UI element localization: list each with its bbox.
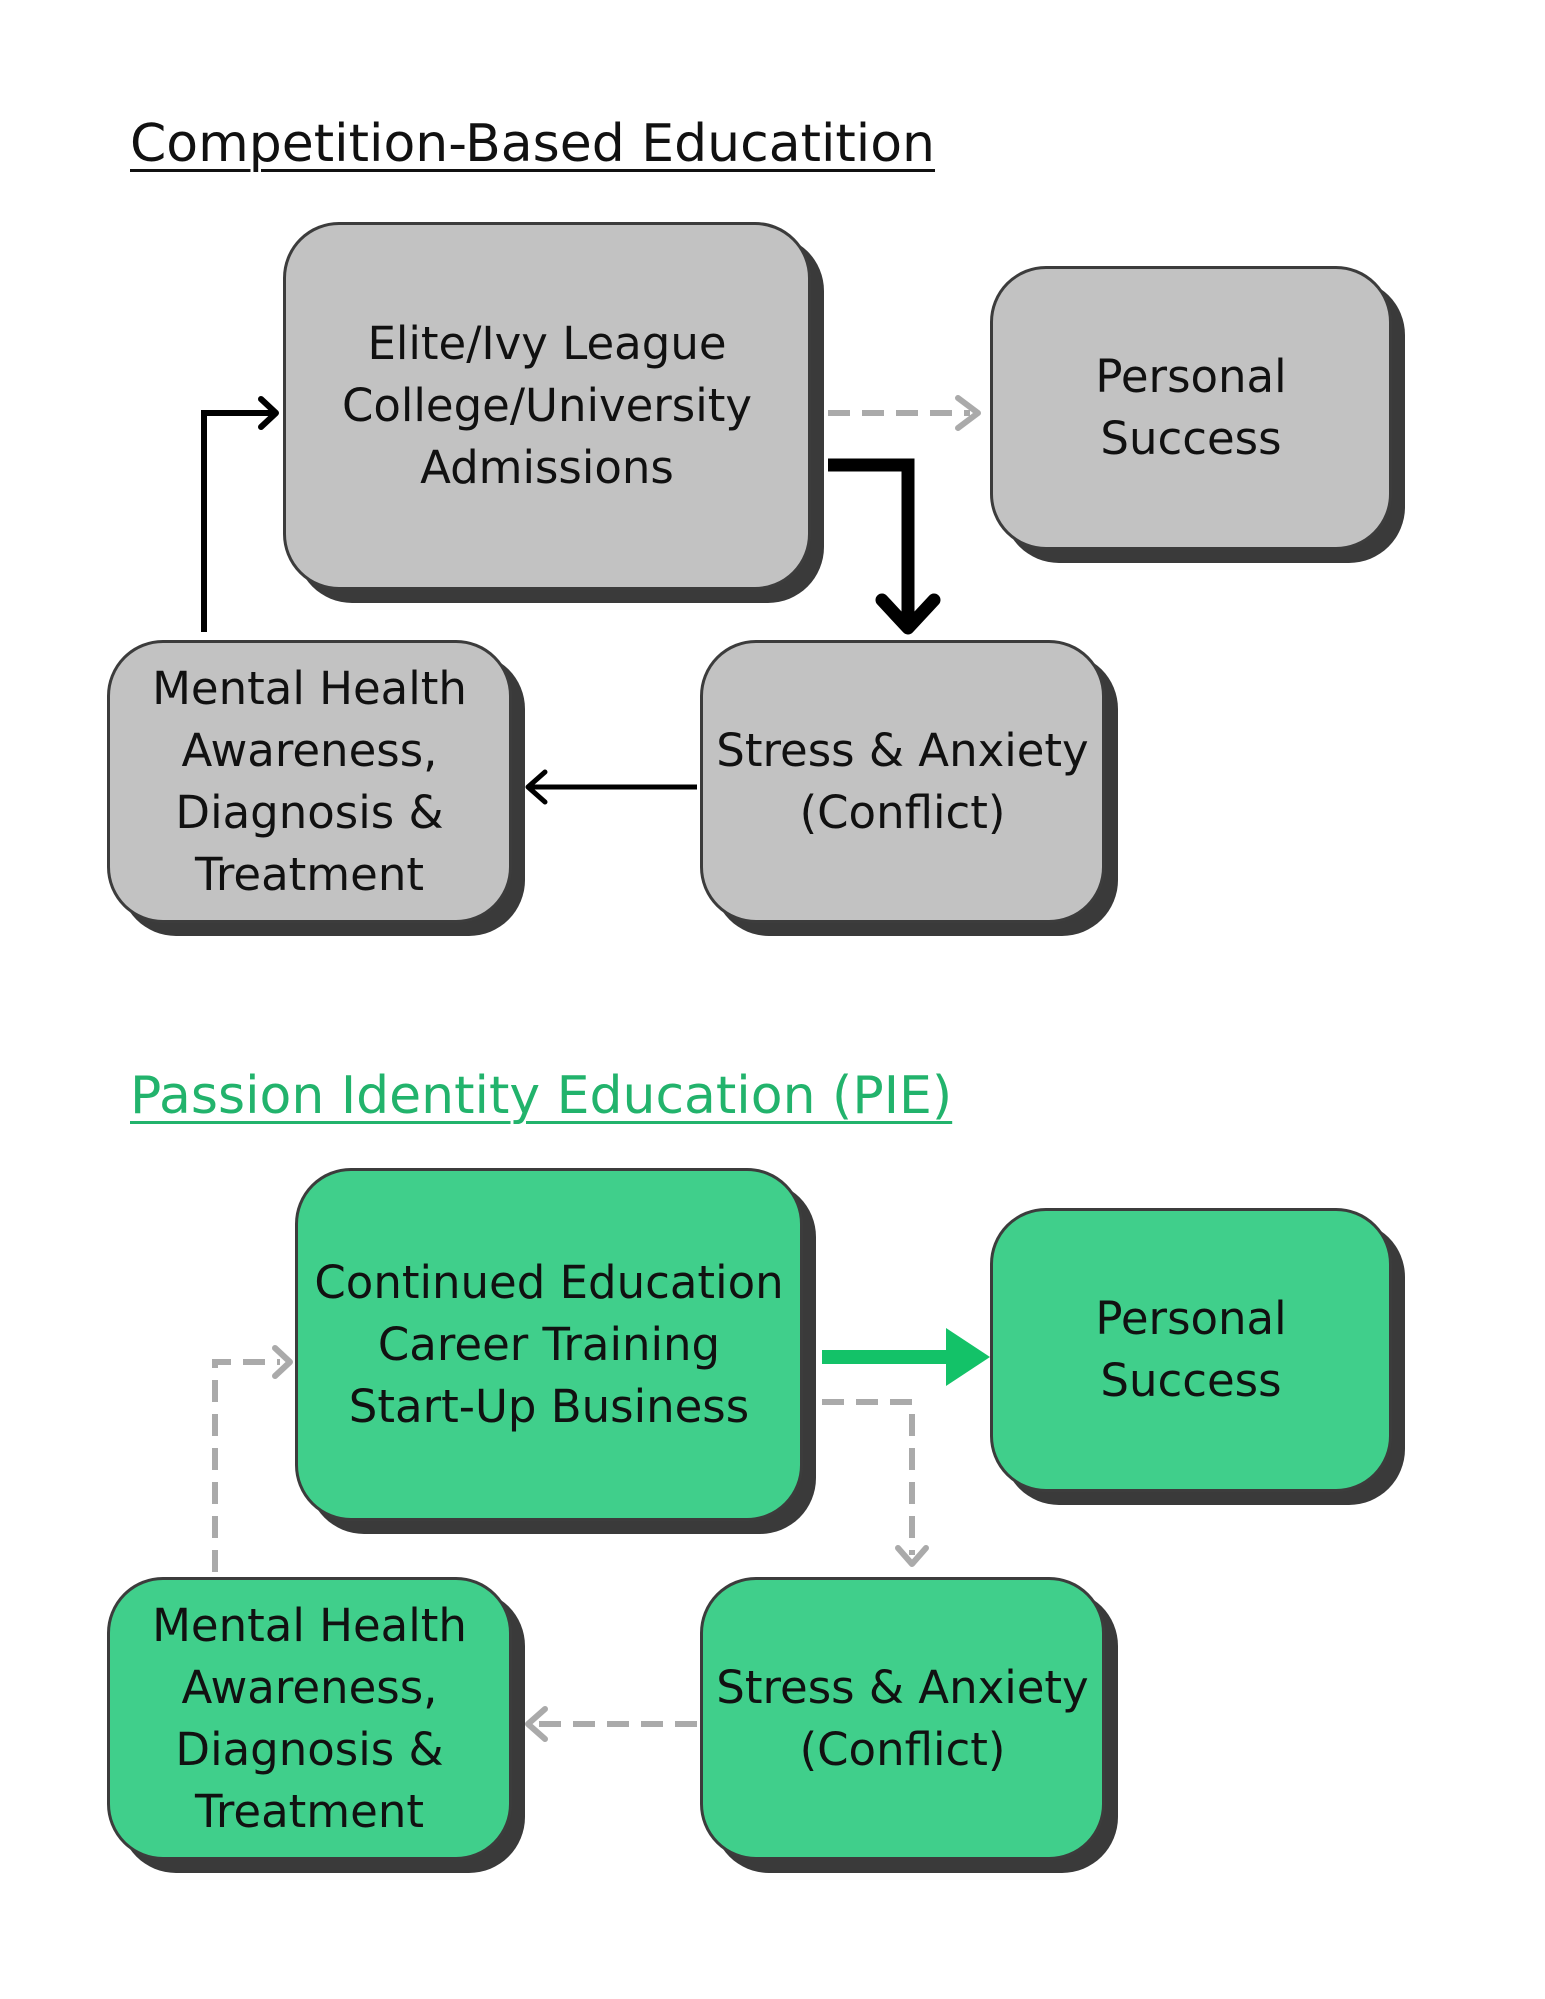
pie-mental-health-node-line: Mental Health [152, 1598, 467, 1652]
continued-education-node-line: Start-Up Business [348, 1379, 750, 1433]
admissions-node: Elite/Ivy League College/University Admi… [283, 222, 811, 590]
pie-personal-success-node-line: Personal [1095, 1292, 1287, 1345]
stress-anxiety-node-line: (Conflict) [799, 785, 1006, 839]
admissions-to-success-dashed-arrow [828, 395, 981, 431]
pie-mental-health-to-continued-dashed-arrow [212, 1345, 293, 1572]
stress-to-mental-health-arrow [525, 769, 697, 805]
pie-section-title: Passion Identity Education (PIE) [130, 1066, 953, 1126]
pie-personal-success-node-line: Success [1100, 1354, 1282, 1407]
pie-personal-success-node: Personal Success [990, 1208, 1392, 1492]
mental-health-to-admissions-arrow [201, 396, 279, 632]
competition-section-title: Competition-Based Educatition [130, 114, 936, 174]
pie-stress-anxiety-node-line: Stress & Anxiety [716, 1660, 1089, 1714]
continued-to-success-green-arrow [822, 1328, 990, 1386]
continued-education-node-line: Career Training [377, 1317, 721, 1371]
admissions-node-line: College/University [341, 379, 753, 432]
pie-mental-health-node-line: Treatment [195, 1784, 424, 1838]
pie-mental-health-node: Mental Health Awareness, Diagnosis & Tre… [107, 1577, 512, 1860]
continued-education-node: Continued Education Career Training Star… [295, 1168, 803, 1521]
personal-success-node-line: Success [1100, 412, 1282, 465]
stress-anxiety-node-line: Stress & Anxiety [716, 723, 1089, 777]
admissions-node-line: Admissions [420, 441, 674, 494]
personal-success-node-line: Personal [1095, 350, 1287, 403]
continued-to-stress-dashed-arrow [822, 1399, 929, 1567]
pie-stress-to-mental-health-dashed-arrow [525, 1706, 697, 1742]
pie-stress-anxiety-node: Stress & Anxiety (Conflict) [700, 1577, 1105, 1860]
pie-mental-health-node-line: Awareness, [181, 1660, 438, 1714]
mental-health-node-line: Mental Health [152, 661, 467, 715]
continued-education-node-line: Continued Education [314, 1255, 784, 1309]
mental-health-node: Mental Health Awareness, Diagnosis & Tre… [107, 640, 512, 923]
pie-mental-health-node-line: Diagnosis & [175, 1722, 444, 1776]
mental-health-node-line: Awareness, [181, 723, 438, 777]
pie-stress-anxiety-node-line: (Conflict) [799, 1722, 1006, 1776]
admissions-to-stress-thick-arrow [828, 458, 941, 635]
admissions-node-line: Elite/Ivy League [367, 317, 727, 370]
mental-health-node-line: Treatment [195, 847, 424, 901]
personal-success-node: Personal Success [990, 266, 1392, 550]
mental-health-node-line: Diagnosis & [175, 785, 444, 839]
stress-anxiety-node: Stress & Anxiety (Conflict) [700, 640, 1105, 923]
